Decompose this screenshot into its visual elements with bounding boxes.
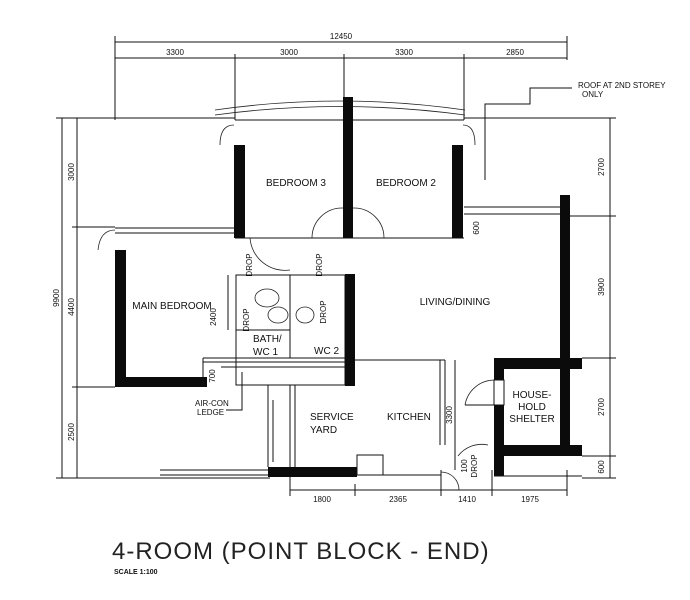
room-bath-1: BATH/ xyxy=(253,334,282,345)
dim-right: 600 xyxy=(597,460,606,474)
room-bath-1: WC 1 xyxy=(253,347,278,358)
top-dimensions: 12450 3300 3000 3300 2850 xyxy=(114,32,568,120)
aircon-leader xyxy=(226,372,243,411)
dim-bottom: 1975 xyxy=(521,495,539,504)
right-dimensions: 2700 3900 2700 600 xyxy=(464,117,616,479)
left-dimensions: 9900 3000 4400 2500 xyxy=(52,117,270,479)
room-bedroom-2: BEDROOM 2 xyxy=(376,178,436,189)
room-kitchen: KITCHEN xyxy=(387,412,431,423)
dim-top: 3300 xyxy=(166,48,184,57)
room-wc-2: WC 2 xyxy=(314,346,339,357)
dim-right: 2700 xyxy=(597,158,606,176)
dim-overall-depth: 9900 xyxy=(52,289,61,307)
roof-outline xyxy=(214,100,466,111)
room-living-dining: LIVING/DINING xyxy=(420,297,491,308)
roof-note: ROOF AT 2ND STOREY xyxy=(578,81,666,90)
dim-bottom: 2365 xyxy=(389,495,407,504)
aircon-ledge-label: AIR-CON xyxy=(195,399,229,408)
roof-leader xyxy=(484,87,572,180)
dim-overall-width: 12450 xyxy=(330,32,353,41)
drop-100-label: 100 xyxy=(460,459,469,473)
room-household-shelter: HOLD xyxy=(518,402,546,413)
room-main-bedroom: MAIN BEDROOM xyxy=(132,301,211,312)
drop-label: DROP xyxy=(315,253,324,276)
drop-label: DROP xyxy=(470,454,479,477)
dim-top: 3300 xyxy=(395,48,413,57)
room-household-shelter: HOUSE- xyxy=(513,390,552,401)
drop-label: DROP xyxy=(242,308,251,331)
plan-title: 4-ROOM (POINT BLOCK - END) xyxy=(112,538,490,565)
bedrooms-block: 600 xyxy=(219,97,570,271)
plan-scale: SCALE 1:100 xyxy=(114,569,158,576)
dim-bedroom2-offset: 600 xyxy=(472,221,481,235)
dim-top: 2850 xyxy=(506,48,524,57)
room-service-yard: YARD xyxy=(310,425,337,436)
dim-left: 2500 xyxy=(67,423,76,441)
living-wall xyxy=(560,195,570,358)
dim-right: 3900 xyxy=(597,278,606,296)
dim-top: 3000 xyxy=(280,48,298,57)
drop-label: DROP xyxy=(245,253,254,276)
household-shelter xyxy=(464,358,582,477)
dim-left: 4400 xyxy=(67,298,76,316)
dim-kitchen-depth: 3300 xyxy=(445,406,454,424)
bath-core: DROP DROP DROP DROP 2400 700 xyxy=(202,253,355,387)
dim-ledge: 700 xyxy=(208,369,217,383)
room-household-shelter: SHELTER xyxy=(509,414,554,425)
kitchen-block: 3300 100 DROP xyxy=(267,359,489,491)
room-service-yard: SERVICE xyxy=(310,412,354,423)
roof-outline xyxy=(214,106,466,116)
main-bedroom-block xyxy=(97,227,235,387)
room-bedroom-3: BEDROOM 3 xyxy=(266,178,326,189)
dim-bath-height: 2400 xyxy=(209,308,218,326)
drop-label: DROP xyxy=(319,300,328,323)
dim-left: 3000 xyxy=(67,163,76,181)
dim-right: 2700 xyxy=(597,398,606,416)
roof-note: ONLY xyxy=(582,90,604,99)
dim-bottom: 1800 xyxy=(313,495,331,504)
aircon-ledge-label: LEDGE xyxy=(197,408,224,417)
dim-bottom: 1410 xyxy=(458,495,476,504)
